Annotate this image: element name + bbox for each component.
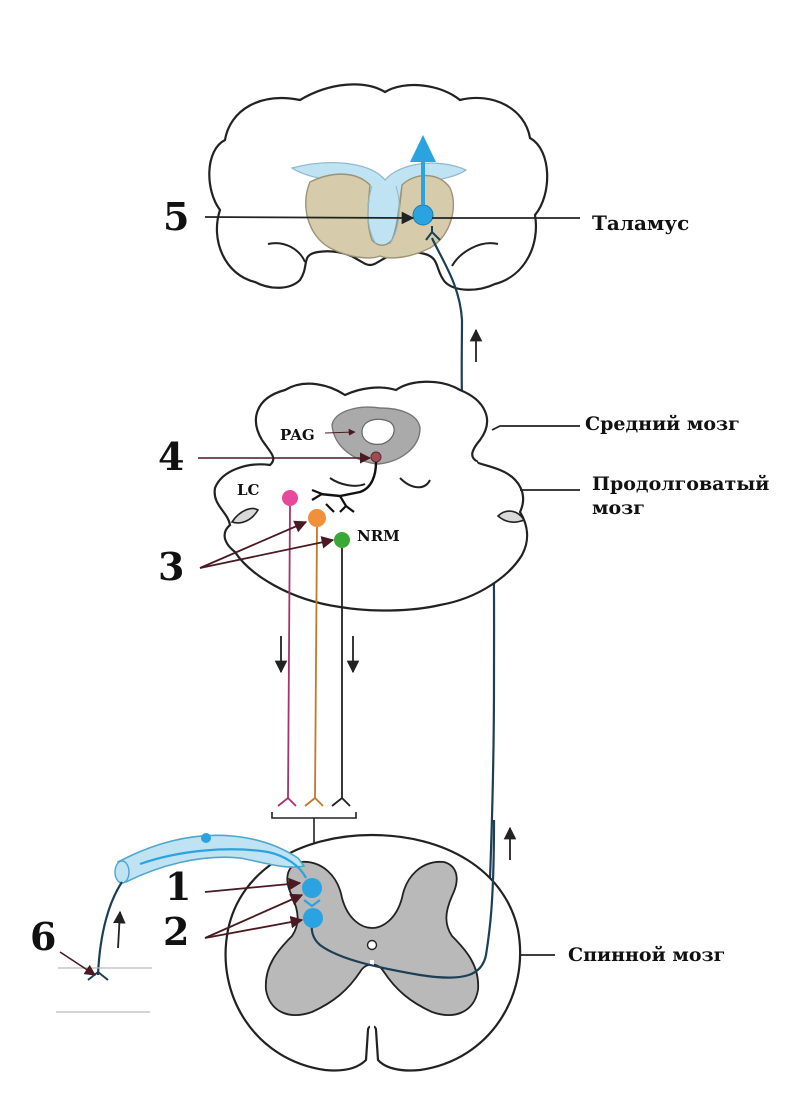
- thalamic-neuron: [412, 204, 434, 226]
- dorsal-root: [116, 834, 306, 884]
- label-lc: LC: [237, 481, 260, 499]
- nrm-neuron: [334, 532, 350, 548]
- arrow-up-icon: [410, 135, 436, 162]
- brainstem-section: [213, 380, 529, 612]
- lc-neuron: [282, 490, 298, 506]
- number-4: 4: [158, 434, 184, 479]
- label-midbrain: Средний мозг: [585, 413, 740, 435]
- label-nrm: NRM: [357, 527, 400, 545]
- label-medulla-2: мозг: [592, 497, 645, 519]
- number-1: 1: [165, 864, 191, 909]
- dorsal-horn-neuron-2: [303, 908, 323, 928]
- number-2: 2: [163, 909, 189, 954]
- label-pag: PAG: [280, 426, 315, 444]
- dorsal-horn-neuron-1: [302, 878, 322, 898]
- number-6: 6: [30, 914, 56, 959]
- brain-section: [208, 83, 549, 291]
- number-5: 5: [163, 194, 189, 239]
- label-spinal-cord: Спинной мозг: [568, 944, 725, 966]
- label-thalamus: Таламус: [592, 211, 689, 235]
- label-medulla-1: Продолговатый: [592, 473, 769, 495]
- spinal-cord-section: [224, 833, 522, 1072]
- number-3: 3: [158, 544, 184, 589]
- arrow-up-icon: [113, 910, 126, 949]
- orange-neuron: [308, 509, 326, 527]
